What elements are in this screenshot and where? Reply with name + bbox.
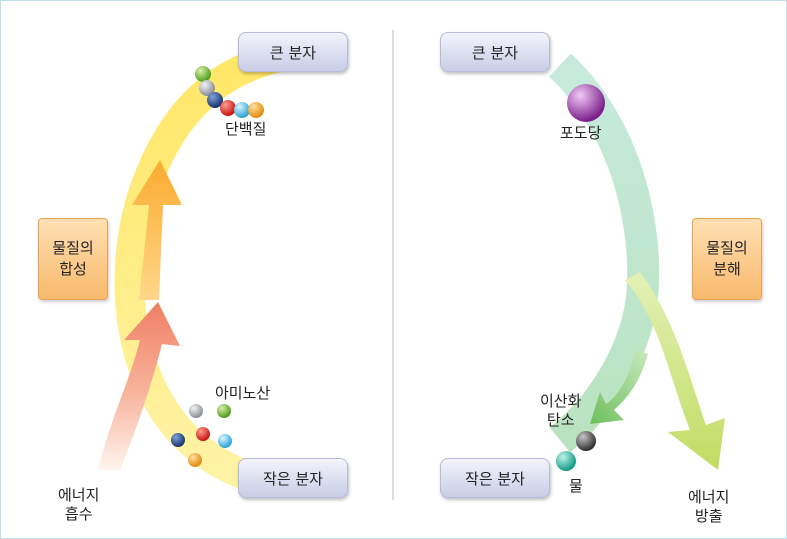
glucose-sphere-icon: [567, 84, 605, 122]
amino-acid-label: 아미노산: [215, 384, 271, 402]
carbon-dioxide-label: 이산화 탄소: [540, 392, 582, 429]
navy-atom-icon: [171, 433, 185, 447]
left-large-molecule-label: 큰 분자: [269, 43, 317, 62]
cyan-atom-icon: [234, 102, 250, 118]
green-atom-icon: [195, 66, 211, 82]
red-atom-icon: [196, 427, 210, 441]
green-atom-icon: [217, 404, 231, 418]
left-large-molecule-box: 큰 분자: [238, 32, 348, 72]
cyan-atom-icon: [218, 434, 232, 448]
energy-absorption-label: 에너지 흡수: [58, 486, 100, 523]
energy-release-arrow: [625, 272, 725, 470]
energy-release-label: 에너지 방출: [688, 488, 730, 525]
energy-absorption-arrow: [98, 302, 180, 470]
gray-atom-icon: [189, 404, 203, 418]
gray-atom-icon: [199, 80, 215, 96]
left-small-molecule-label: 작은 분자: [263, 469, 323, 488]
right-large-molecule-box: 큰 분자: [440, 32, 550, 72]
synthesis-process-label: 물질의 합성: [52, 239, 94, 278]
water-label: 물: [569, 477, 583, 495]
protein-molecule: [195, 66, 264, 118]
navy-atom-icon: [207, 92, 223, 108]
decomposition-process-label: 물질의 분해: [706, 239, 748, 278]
amino-acid-group: [171, 404, 232, 467]
orange-atom-icon: [188, 453, 202, 467]
right-small-molecule-label: 작은 분자: [465, 469, 525, 488]
left-small-molecule-box: 작은 분자: [238, 458, 348, 498]
red-atom-icon: [220, 100, 236, 116]
co2-release-arrow: [590, 350, 648, 424]
glucose-label: 포도당: [560, 124, 602, 142]
decomposition-process-box: 물질의 분해: [692, 218, 762, 300]
synthesis-process-box: 물질의 합성: [38, 218, 108, 300]
water-sphere-icon: [556, 451, 576, 471]
synthesis-arrow: [132, 160, 182, 300]
protein-label: 단백질: [225, 120, 267, 138]
right-small-molecule-box: 작은 분자: [440, 458, 550, 498]
co2-sphere-icon: [576, 431, 596, 451]
orange-atom-icon: [248, 102, 264, 118]
right-large-molecule-label: 큰 분자: [471, 43, 519, 62]
